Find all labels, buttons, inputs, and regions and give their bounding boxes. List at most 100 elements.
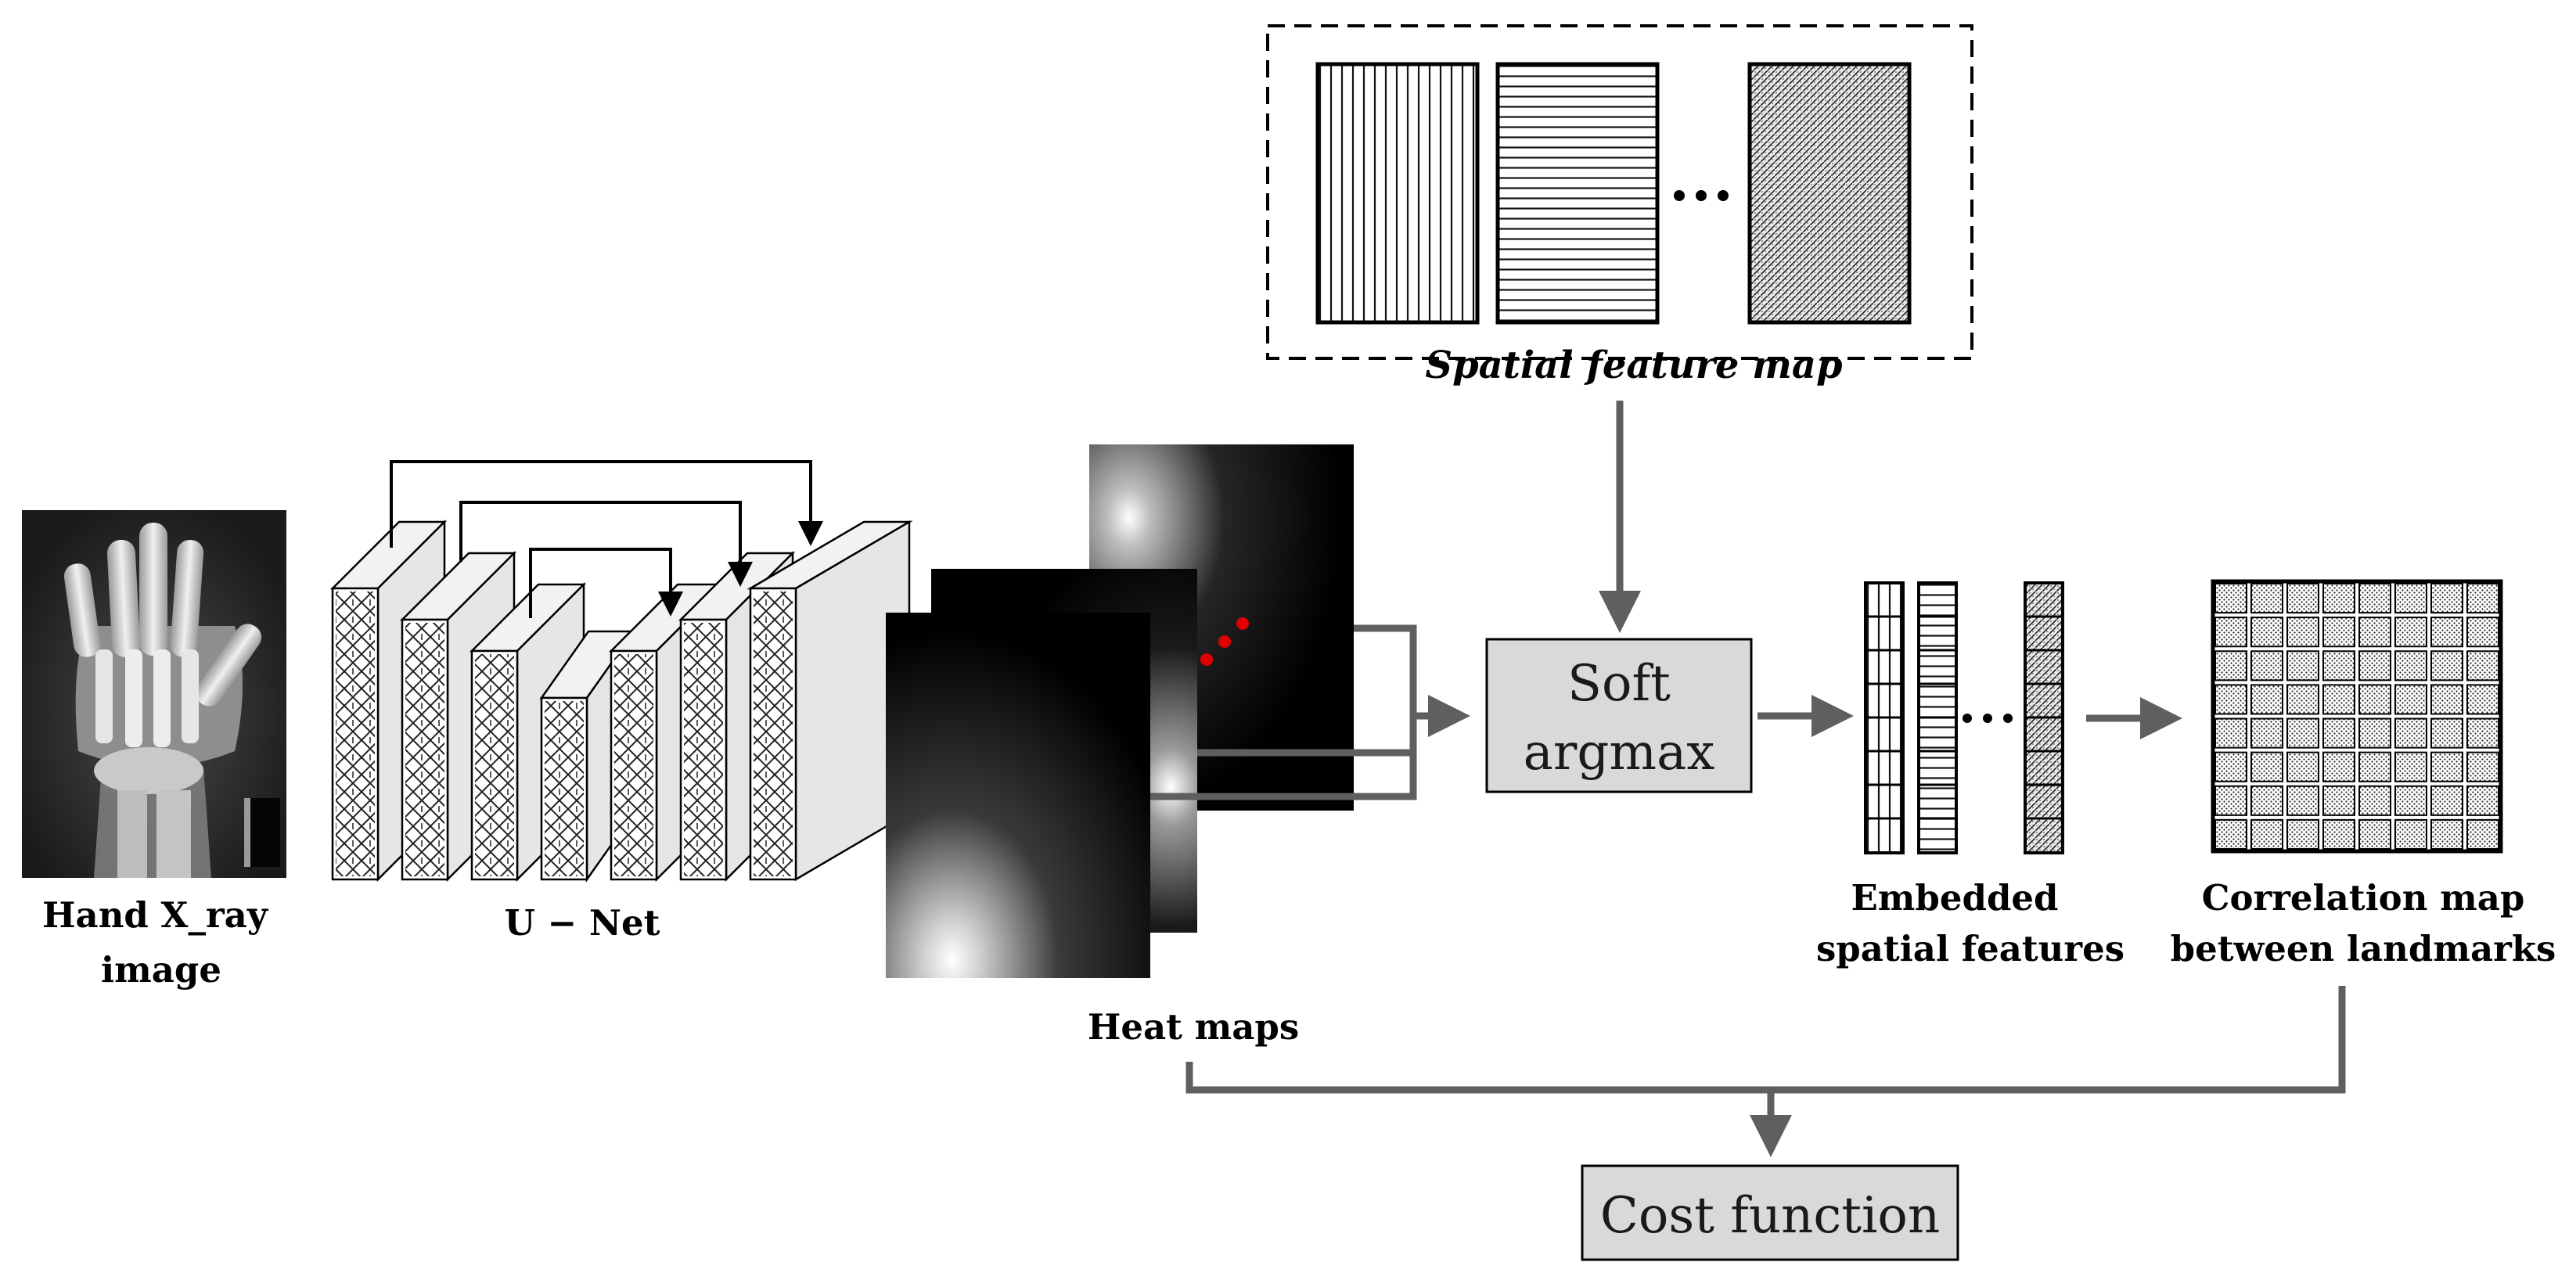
heatmap-connectors <box>1150 624 1470 800</box>
dashed-container <box>1266 24 1973 360</box>
correlation-cell <box>2286 751 2319 782</box>
correlation-cell <box>2430 785 2463 816</box>
correlation-cell <box>2214 650 2247 681</box>
correlation-cell <box>2322 650 2355 681</box>
ellipsis-dot <box>2003 714 2013 723</box>
correlation-cell <box>2358 583 2391 614</box>
correlation-map <box>2211 579 2503 854</box>
correlation-cell <box>2322 785 2355 816</box>
embedded-feature-column <box>1864 581 1905 854</box>
correlation-cell <box>2358 684 2391 715</box>
heatmaps-label: Heat maps <box>1088 1006 1299 1048</box>
correlation-cell <box>2430 617 2463 648</box>
correlation-cell <box>2322 818 2355 850</box>
correlation-cell <box>2214 684 2247 715</box>
correlation-cell <box>2250 717 2283 749</box>
ellipsis-dot <box>1718 190 1729 201</box>
correlation-cell <box>2250 583 2283 614</box>
unet-block <box>747 520 913 882</box>
correlation-cell <box>2286 684 2319 715</box>
embedded-spatial-features <box>1864 581 2064 854</box>
soft-argmax-line2: argmax <box>1524 724 1715 782</box>
correlation-cell <box>2214 617 2247 648</box>
landmark-dot <box>1200 653 1213 666</box>
correlation-cell <box>2430 751 2463 782</box>
correlation-cell <box>2358 785 2391 816</box>
cost-function-connectors <box>1185 986 2346 1157</box>
correlation-cell <box>2430 650 2463 681</box>
correlation-cell <box>2466 751 2499 782</box>
correlation-cell <box>2430 684 2463 715</box>
landmark-dot <box>1236 617 1249 630</box>
correlation-cell <box>2394 583 2427 614</box>
ellipsis-dot <box>1983 714 1992 723</box>
ellipsis-dot <box>1674 190 1685 201</box>
correlation-cell <box>2322 684 2355 715</box>
correlation-cell <box>2250 684 2283 715</box>
feature-map-diagonal <box>1747 62 1912 325</box>
correlation-cell <box>2430 717 2463 749</box>
embedded-feature-column <box>1917 581 1958 854</box>
correlation-cell <box>2286 617 2319 648</box>
ellipsis-dot <box>1963 714 1972 723</box>
correlation-cell <box>2286 583 2319 614</box>
embedded-feature-column <box>2024 581 2064 854</box>
correlation-label-line2: between landmarks <box>2171 928 2556 969</box>
correlation-cell <box>2466 650 2499 681</box>
correlation-cell <box>2322 717 2355 749</box>
correlation-cell <box>2466 617 2499 648</box>
correlation-cell <box>2394 717 2427 749</box>
hand-xray-image <box>22 510 286 878</box>
correlation-cell <box>2322 583 2355 614</box>
correlation-cell <box>2466 684 2499 715</box>
correlation-cell <box>2430 583 2463 614</box>
correlation-cell <box>2358 650 2391 681</box>
correlation-cell <box>2286 818 2319 850</box>
cost-function-label: Cost function <box>1600 1187 1940 1245</box>
correlation-cell <box>2286 717 2319 749</box>
correlation-cell <box>2430 818 2463 850</box>
correlation-cell <box>2466 785 2499 816</box>
embedded-label-line2: spatial features <box>1816 928 2124 969</box>
correlation-cell <box>2322 617 2355 648</box>
correlation-label-line1: Correlation map <box>2202 877 2525 919</box>
landmark-dot <box>1218 635 1231 648</box>
correlation-cell <box>2214 751 2247 782</box>
unet-skip-connections <box>390 460 823 618</box>
correlation-cell <box>2358 818 2391 850</box>
correlation-cell <box>2358 617 2391 648</box>
correlation-cell <box>2466 818 2499 850</box>
correlation-cell <box>2214 785 2247 816</box>
correlation-cell <box>2394 684 2427 715</box>
unet-label: U − Net <box>505 902 660 944</box>
correlation-cell <box>2250 617 2283 648</box>
unet-architecture <box>329 519 913 883</box>
spatial-feature-map-label: Spatial feature map <box>1425 343 1842 387</box>
spatial-feature-map-group <box>1266 24 1973 360</box>
correlation-cell <box>2394 617 2427 648</box>
correlation-cell <box>2250 751 2283 782</box>
feature-map-horizontal <box>1495 62 1660 325</box>
correlation-cell <box>2394 785 2427 816</box>
correlation-cell <box>2358 751 2391 782</box>
xray-label-line1: Hand X_ray <box>42 894 269 936</box>
correlation-cell <box>2322 751 2355 782</box>
correlation-cell <box>2286 650 2319 681</box>
soft-argmax-line1: Soft <box>1567 655 1671 713</box>
cost-function-box: Cost function <box>1581 1164 1959 1261</box>
feature-map-vertical <box>1315 62 1480 325</box>
correlation-cell <box>2214 818 2247 850</box>
correlation-cell <box>2394 751 2427 782</box>
correlation-cell <box>2250 650 2283 681</box>
correlation-cell <box>2394 818 2427 850</box>
correlation-cell <box>2466 583 2499 614</box>
heat-maps-stack <box>886 444 1354 978</box>
correlation-cell <box>2214 717 2247 749</box>
xray-label-line2: image <box>101 949 221 991</box>
correlation-cell <box>2394 650 2427 681</box>
ellipsis-dot <box>1696 190 1707 201</box>
correlation-cell <box>2250 818 2283 850</box>
correlation-cell <box>2286 785 2319 816</box>
embedded-label-line1: Embedded <box>1851 877 2058 919</box>
